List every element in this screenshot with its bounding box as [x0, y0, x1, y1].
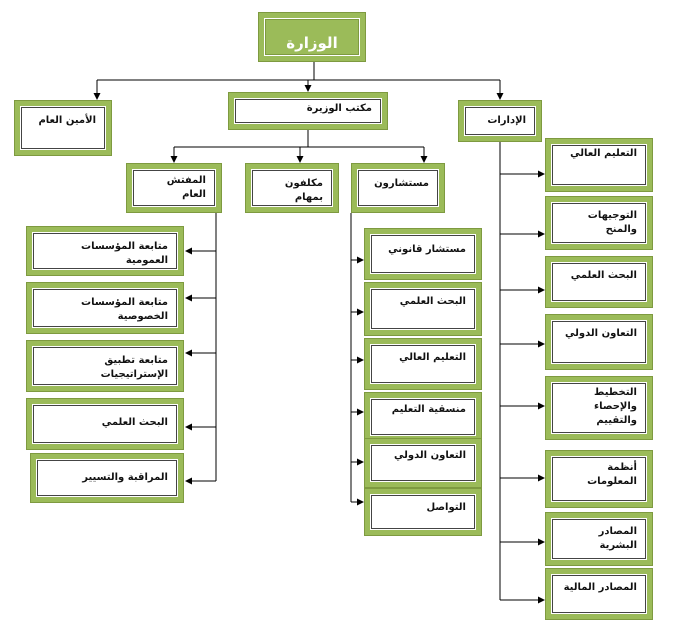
advisors-box: مستشارون [351, 163, 445, 213]
inspector-general-label: المفتش العام [166, 175, 206, 200]
ministry-label: الوزارة [286, 34, 338, 52]
secretary-general-box: الأمين العام [14, 100, 112, 156]
directorate-item-6: أنظمة المعلومات [545, 450, 653, 508]
inspector-item-5: المراقبة والتسيير [30, 453, 184, 503]
minister-office-box: مكتب الوزيرة [228, 92, 388, 130]
inspector-item-label: المراقبة والتسيير [82, 472, 168, 483]
advisor-item-label: التعليم العالي [399, 352, 466, 363]
directorate-item-3: البحث العلمي [545, 256, 653, 308]
directorates-box: الإدارات [458, 100, 542, 142]
advisor-item-5: التعاون الدولي [364, 438, 482, 488]
inspector-general-box: المفتش العام [126, 163, 222, 213]
directorate-item-1: التعليم العالي [545, 138, 653, 192]
inspector-item-1: متابعة المؤسسات العمومية [26, 226, 184, 276]
inspector-item-3: متابعة تطبيق الإستراتيجيات [26, 340, 184, 392]
directorate-item-label: التخطيط [593, 387, 637, 398]
advisor-item-label: التواصل [426, 502, 466, 513]
directorate-item-label: المصادر المالية [563, 582, 637, 593]
task-officers-label: مكلفون بمهام [284, 178, 323, 203]
advisor-item-2: البحث العلمي [364, 282, 482, 336]
inspector-item-label: متابعة المؤسسات العمومية [81, 241, 168, 266]
advisor-item-label: منسقية التعليم [391, 404, 466, 415]
ministry-box: الوزارة [258, 12, 366, 62]
secretary-general-label: الأمين العام [38, 115, 96, 126]
directorate-item-label: المصادر البشرية [598, 526, 637, 551]
inspector-item-4: البحث العلمي [26, 398, 184, 450]
advisor-item-label: التعاون الدولي [394, 450, 466, 461]
advisor-item-6: التواصل [364, 488, 482, 536]
inspector-item-label: متابعة تطبيق الإستراتيجيات [100, 355, 168, 380]
directorate-item-2: التوجيهات والمنح [545, 196, 653, 250]
directorate-item-label: البحث العلمي [570, 270, 637, 281]
inspector-item-2: متابعة المؤسسات الخصوصية [26, 282, 184, 334]
advisor-item-1: مستشار قانوني [364, 228, 482, 280]
inspector-item-label: البحث العلمي [101, 417, 168, 428]
advisor-item-label: البحث العلمي [399, 296, 466, 307]
advisor-item-4: منسقية التعليم [364, 392, 482, 442]
task-officers-box: مكلفون بمهام [245, 163, 339, 213]
directorate-item-4: التعاون الدولي [545, 314, 653, 370]
advisor-item-3: التعليم العالي [364, 338, 482, 390]
advisors-label: مستشارون [374, 178, 429, 189]
directorate-item-label: التوجيهات والمنح [587, 210, 637, 235]
directorate-item-label-line2: والإحصاء والتقييم [593, 401, 637, 426]
directorate-item-label: التعاون الدولي [565, 328, 637, 339]
directorates-label: الإدارات [487, 115, 526, 126]
directorate-item-label: التعليم العالي [570, 148, 637, 159]
inspector-item-label: متابعة المؤسسات الخصوصية [81, 297, 168, 322]
minister-office-label: مكتب الوزيرة [306, 103, 372, 114]
directorate-item-8: المصادر المالية [545, 568, 653, 620]
directorate-item-5: التخطيط والإحصاء والتقييم [545, 376, 653, 440]
directorate-item-7: المصادر البشرية [545, 512, 653, 566]
directorate-item-label: أنظمة المعلومات [587, 462, 637, 487]
advisor-item-label: مستشار قانوني [388, 244, 466, 255]
